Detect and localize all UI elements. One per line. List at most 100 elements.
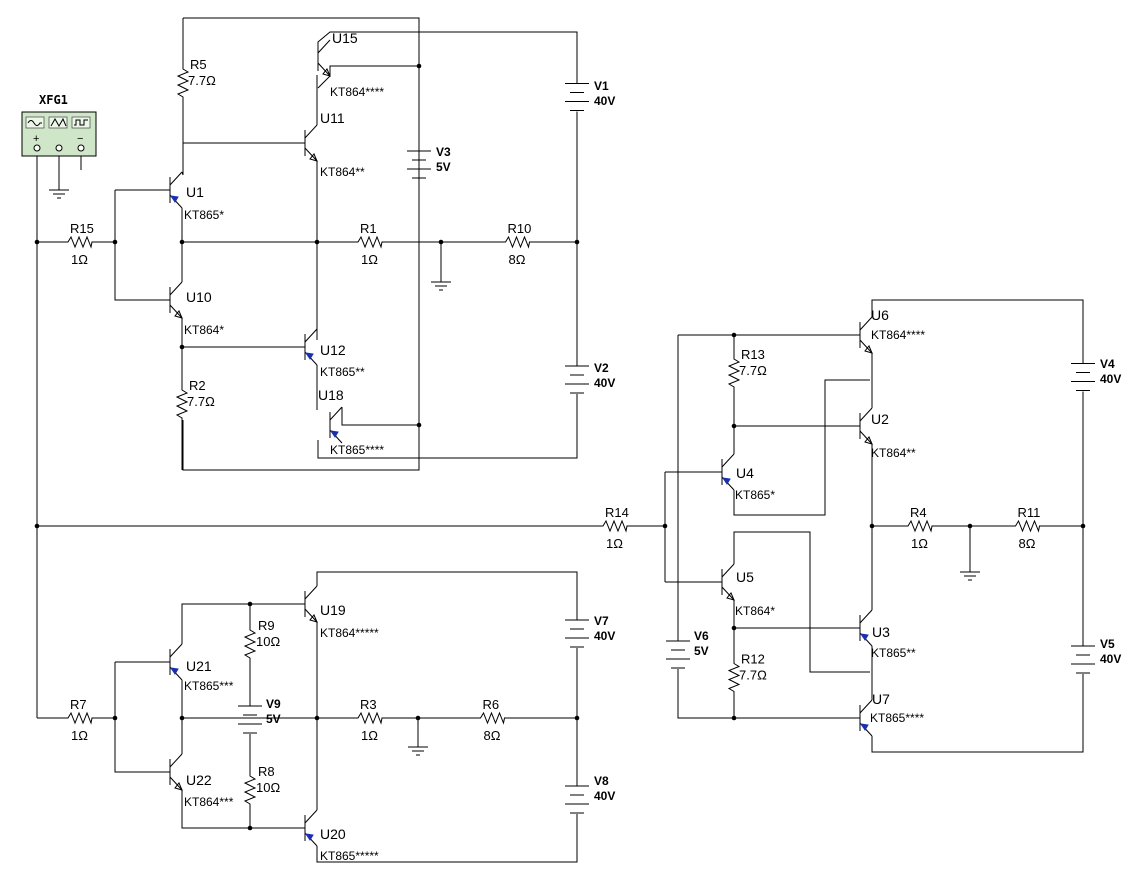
resistor-R6	[465, 711, 520, 725]
resistor-value-R12: 7.7Ω	[739, 668, 767, 683]
resistor-label-R12: R12	[741, 652, 765, 667]
ground-symbol	[960, 560, 980, 581]
battery-V7	[565, 619, 589, 648]
generator-terminal-minus: −	[77, 133, 83, 145]
battery-V8	[565, 785, 589, 814]
transistor-label-U10: U10	[186, 289, 212, 305]
transistor-arrow-U11	[309, 153, 318, 162]
generator-terminal-plus: +	[33, 133, 39, 145]
resistor-value-R8: 10Ω	[256, 780, 280, 795]
sine-wave-glyph	[27, 120, 42, 126]
resistor-label-R5: R5	[190, 57, 207, 72]
transistor-type-U22: KT864***	[184, 795, 234, 809]
resistor-R1	[345, 235, 395, 249]
transistor-arrow-U12	[304, 352, 314, 360]
wire	[114, 661, 170, 773]
battery-V9	[238, 705, 262, 734]
battery-label-V7: V7	[594, 614, 609, 628]
resistor-value-R3: 1Ω	[361, 728, 378, 743]
wire	[181, 790, 305, 829]
transistor-type-U11: KT864**	[320, 165, 365, 179]
transistor-type-U3: KT865**	[871, 646, 916, 660]
battery-label-V8: V8	[594, 774, 609, 788]
resistor-R14	[590, 519, 640, 533]
components	[21, 39, 1095, 847]
battery-label-V9: V9	[266, 697, 281, 711]
transistor-label-U1: U1	[186, 184, 204, 200]
transistor-arrow-U18	[329, 430, 339, 438]
battery-V2	[565, 365, 589, 394]
transistor-label-U20: U20	[320, 826, 346, 842]
transistor-label-U22: U22	[186, 772, 212, 788]
transistor-collector-U5	[721, 563, 735, 578]
resistor-value-R6: 8Ω	[484, 728, 501, 743]
transistor-type-U4: KT865*	[735, 488, 775, 502]
resistor-value-R7: 1Ω	[71, 728, 88, 743]
transistor-label-U15: U15	[332, 30, 358, 46]
transistor-emitter-U11	[304, 147, 318, 162]
wire	[341, 407, 419, 426]
transistor-collector-U2	[859, 407, 873, 422]
generator-label: XFG1	[39, 93, 68, 107]
battery-value-V6: 5V	[694, 644, 709, 658]
battery-V1	[565, 83, 589, 111]
transistor-collector-U1	[169, 171, 183, 186]
resistor-value-R13: 7.7Ω	[739, 363, 767, 378]
transistor-arrow-U21	[169, 667, 179, 675]
transistor-type-U19: KT864*****	[320, 626, 379, 640]
resistor-label-R8: R8	[258, 764, 275, 779]
wire	[316, 571, 578, 618]
transistor-label-U5: U5	[736, 569, 754, 585]
resistor-label-R11: R11	[1018, 505, 1041, 520]
transistor-label-U11: U11	[320, 110, 345, 126]
triangle-wave-glyph	[50, 117, 67, 128]
wire	[182, 17, 420, 471]
generator-terminal-0	[33, 144, 41, 152]
resistor-R13	[727, 348, 741, 398]
square-wave-icon	[71, 116, 91, 129]
generator-terminal-2	[77, 144, 85, 152]
resistor-R10	[490, 235, 545, 249]
transistor-emitter-U15	[317, 62, 331, 77]
transistor-arrow-U20	[304, 833, 314, 841]
transistor-type-U20: KT865*****	[320, 849, 379, 863]
transistor-collector-U19	[304, 585, 318, 600]
ground-symbol	[431, 270, 451, 291]
transistor-label-U12: U12	[320, 342, 346, 358]
wire	[181, 603, 305, 644]
resistor-label-R15: R15	[70, 221, 94, 236]
transistor-arrow-U15	[322, 68, 331, 77]
transistor-collector-U10	[169, 281, 183, 296]
resistor-value-R15: 1Ω	[71, 252, 88, 267]
transistor-type-U21: KT865***	[184, 679, 234, 693]
wires	[34, 17, 1086, 863]
resistor-label-R9: R9	[258, 618, 275, 633]
junction-dot	[869, 523, 875, 529]
transistor-collector-U7	[859, 699, 873, 714]
transistor-label-U6: U6	[871, 307, 889, 323]
battery-value-V7: 40V	[594, 629, 615, 643]
transistor-label-U2: U2	[871, 411, 889, 427]
junction-dot	[731, 332, 737, 338]
transistor-type-U12: KT865**	[320, 365, 365, 379]
battery-label-V3: V3	[436, 145, 451, 159]
resistor-label-R10: R10	[508, 221, 532, 236]
battery-V3	[407, 150, 431, 179]
wire	[871, 299, 1084, 355]
transistor-type-U15: KT864****	[330, 85, 384, 99]
battery-label-V4: V4	[1100, 357, 1115, 371]
battery-V4	[1071, 363, 1095, 391]
transistor-emitter-U19	[304, 608, 318, 623]
transistor-type-U10: KT864*	[184, 323, 224, 337]
transistor-emitter-U6	[859, 339, 873, 354]
battery-label-V2: V2	[594, 361, 609, 375]
wire	[677, 680, 860, 719]
battery-value-V2: 40V	[594, 376, 615, 390]
transistor-collector-U11	[304, 124, 318, 139]
transistor-emitter-U22	[169, 776, 183, 791]
resistor-label-R2: R2	[189, 378, 206, 393]
resistor-value-R2: 7.7Ω	[187, 394, 215, 409]
transistor-arrow-U7	[859, 723, 869, 731]
transistor-arrow-U22	[174, 782, 183, 791]
